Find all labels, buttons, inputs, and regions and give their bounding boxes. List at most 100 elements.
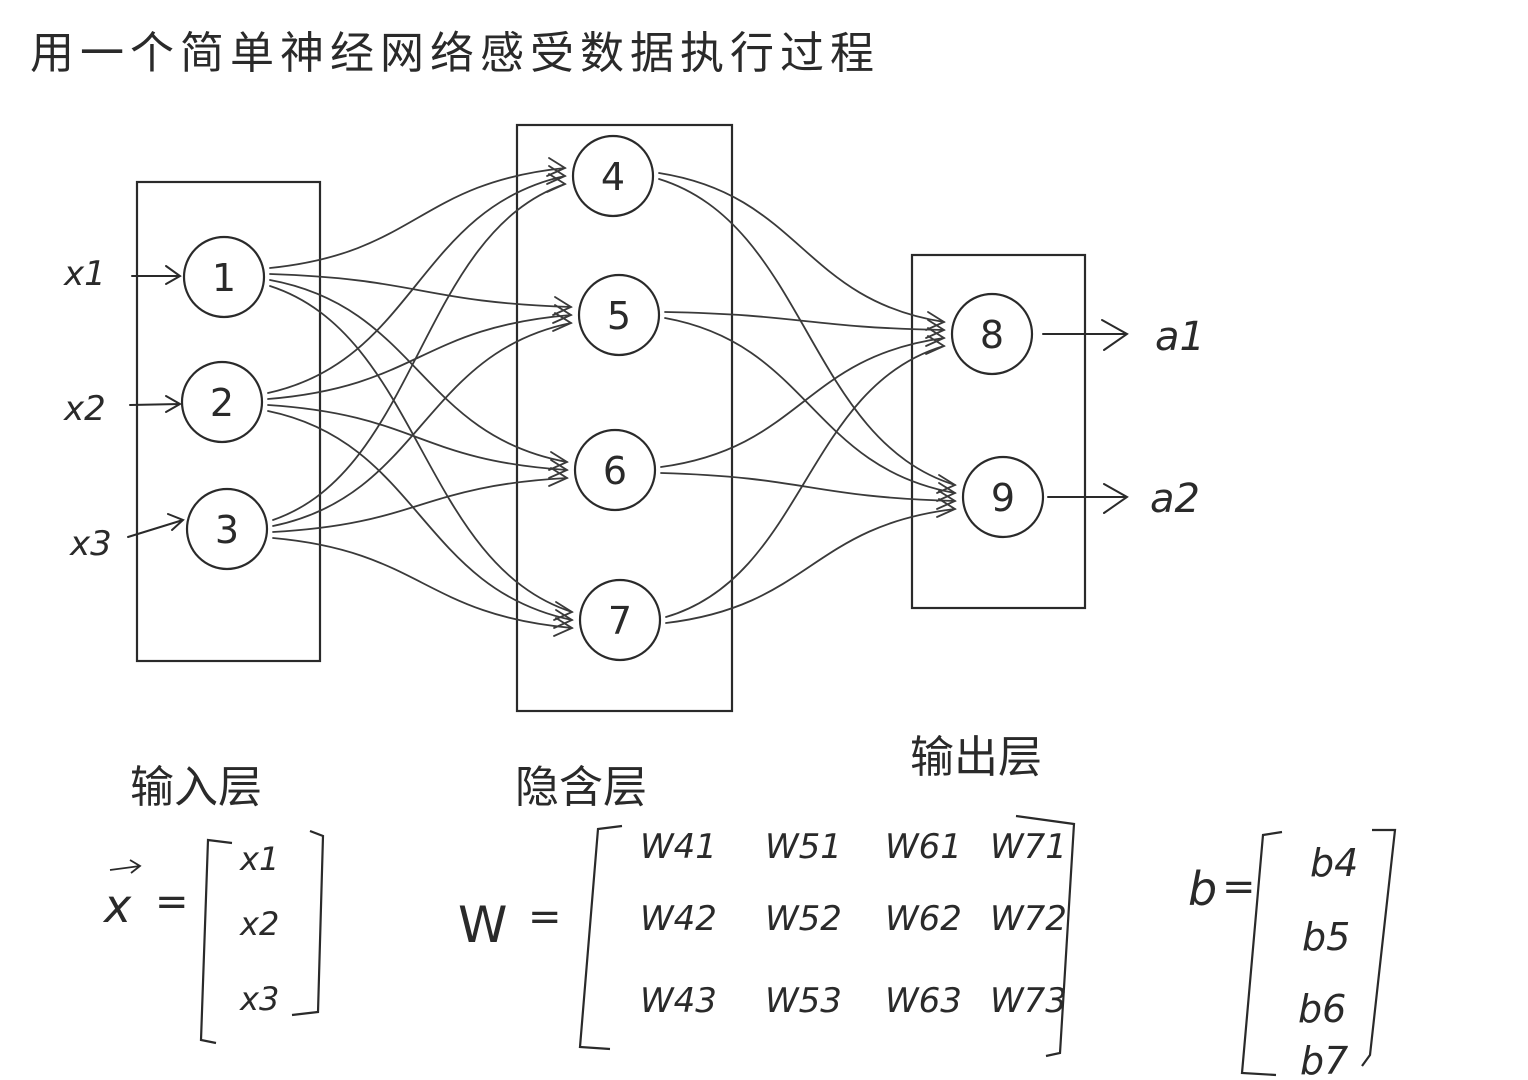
- input-label-x1: x1: [63, 254, 106, 294]
- b-vector: b = b4 b5 b6 b7: [1188, 828, 1397, 1080]
- right-bracket: [1361, 828, 1397, 1067]
- output-arrows: [1042, 319, 1129, 514]
- arrowhead-3-6: [548, 467, 569, 487]
- w-cell-0-3: W71: [990, 827, 1067, 867]
- node-label: 3: [215, 508, 239, 552]
- w-cell-2-0: W43: [640, 981, 717, 1021]
- edge-4-9: [658, 178, 956, 486]
- edge-2-5: [267, 314, 572, 400]
- node-label: 9: [991, 476, 1015, 520]
- arrowhead-2-4: [546, 165, 567, 185]
- left-bracket: [578, 824, 623, 1051]
- node-3: 3: [185, 487, 269, 571]
- edge-2-4: [267, 175, 566, 394]
- b-entry-4: b7: [1300, 1039, 1348, 1080]
- arrowhead-3-5: [552, 312, 573, 332]
- arrowhead-2-7: [553, 609, 574, 629]
- edge-4-8: [658, 172, 945, 323]
- connection-lines: [267, 167, 956, 629]
- output-label-a1: a1: [1155, 314, 1205, 360]
- arrowhead-1-5: [552, 296, 573, 316]
- x-entry-1: x1: [239, 840, 279, 878]
- x-vector-equals: =: [155, 879, 189, 925]
- w-cell-1-1: W52: [765, 899, 842, 939]
- w-cell-0-1: W51: [765, 827, 842, 867]
- edge-1-7: [269, 285, 573, 613]
- node-4: 4: [571, 134, 655, 218]
- node-7: 7: [578, 578, 662, 662]
- arrowhead-3-7: [553, 617, 574, 637]
- edge-5-8: [664, 311, 945, 331]
- node-8: 8: [950, 292, 1034, 376]
- node-label: 5: [607, 294, 631, 338]
- arrowhead-2-5: [552, 304, 573, 324]
- edge-1-6: [269, 279, 568, 463]
- arrowhead-4-9: [936, 474, 957, 494]
- edge-6-8: [660, 337, 945, 468]
- input-layer-box: [135, 180, 322, 663]
- b-vector-symbol: b: [1188, 862, 1217, 916]
- edge-3-7: [272, 537, 573, 629]
- arrowhead-7-9: [936, 498, 957, 518]
- w-cell-0-0: W41: [640, 827, 717, 867]
- w-cell-1-0: W42: [640, 899, 717, 939]
- right-bracket: [1015, 814, 1076, 1058]
- arrowhead-5-8: [925, 319, 946, 339]
- b-entry-2: b5: [1302, 915, 1350, 959]
- edge-2-6: [267, 404, 568, 471]
- arrowheads: [546, 157, 957, 637]
- left-bracket: [199, 838, 233, 1045]
- output-label-a2: a2: [1150, 476, 1200, 522]
- arrowhead-3-4: [546, 173, 567, 193]
- output-layer-caption: 输出层: [910, 732, 1042, 783]
- x-entry-3: x3: [239, 980, 279, 1018]
- edge-7-9: [665, 508, 956, 624]
- edge-3-4: [272, 183, 566, 521]
- w-matrix-symbol: W: [458, 896, 507, 954]
- x-vector: x = x1 x2 x3: [102, 829, 325, 1045]
- arrowhead-6-8: [925, 327, 946, 347]
- w-cell-1-2: W62: [885, 899, 962, 939]
- w-cell-1-3: W72: [990, 899, 1067, 939]
- edge-5-9: [664, 317, 956, 494]
- edge-1-5: [269, 273, 572, 308]
- edge-6-9: [660, 472, 956, 502]
- node-6: 6: [573, 428, 657, 512]
- edge-1-4: [269, 167, 566, 269]
- output-layer-box: [910, 253, 1087, 610]
- b-vector-equals: =: [1222, 864, 1256, 910]
- hidden-layer-caption: 隐含层: [515, 762, 647, 813]
- w-cell-2-1: W53: [765, 981, 842, 1021]
- node-2: 2: [180, 360, 264, 444]
- edge-3-5: [272, 322, 572, 527]
- arrowhead-7-8: [925, 335, 946, 355]
- edge-3-6: [272, 477, 568, 533]
- node-label: 1: [212, 256, 236, 300]
- arrowhead-6-9: [936, 490, 957, 510]
- diagram-title: 用一个简单神经网络感受数据执行过程: [30, 28, 880, 79]
- w-cell-0-2: W61: [885, 827, 962, 867]
- input-label-x3: x3: [69, 524, 112, 564]
- node-label: 4: [601, 155, 625, 199]
- b-entry-1: b4: [1310, 841, 1358, 885]
- input-layer-caption: 输入层: [130, 762, 262, 813]
- edge-7-8: [665, 345, 945, 618]
- w-cell-2-2: W63: [885, 981, 962, 1021]
- arrowhead-5-9: [936, 482, 957, 502]
- arrowhead-1-6: [548, 451, 569, 471]
- w-cell-2-3: W73: [990, 981, 1067, 1021]
- input-label-x2: x2: [63, 389, 106, 429]
- node-9: 9: [961, 455, 1045, 539]
- input-arrows: [127, 265, 185, 538]
- arrowhead-1-7: [553, 601, 574, 621]
- arrowhead-2-6: [548, 459, 569, 479]
- hidden-layer-box: [515, 123, 734, 713]
- x-vector-symbol: x: [102, 879, 132, 933]
- arrowhead-4-8: [925, 311, 946, 331]
- node-1: 1: [182, 235, 266, 319]
- node-label: 8: [980, 313, 1004, 357]
- x-entry-2: x2: [239, 905, 279, 943]
